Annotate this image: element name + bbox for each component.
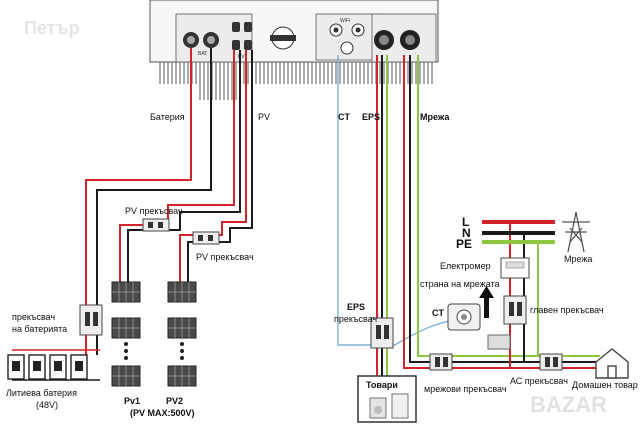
label-pv1: Pv1 <box>124 396 140 406</box>
solar-panel-icon <box>111 365 141 387</box>
watermark-top: Петър <box>24 18 80 38</box>
eps-breaker <box>370 317 394 349</box>
label-loads: Товари <box>366 380 398 390</box>
label-grid-top: Мрежа <box>420 112 450 122</box>
pv-breaker-2 <box>192 231 220 245</box>
inverter-heatsink <box>159 62 433 100</box>
loads-box <box>357 375 417 423</box>
battery-module-icon <box>70 354 88 380</box>
label-ct-sensor: CT <box>432 308 444 318</box>
bat-port-label: BAT <box>198 51 207 57</box>
pv-port-label: PV <box>238 54 245 60</box>
grid-breaker <box>429 353 453 371</box>
label-battery: Батерия <box>150 112 185 122</box>
ac-breaker <box>539 353 563 371</box>
solar-panel-icon <box>167 317 197 339</box>
solar-panel-icon <box>167 365 197 387</box>
label-pv-breaker-1: PV прекъсвач <box>125 206 183 216</box>
label-grid-side: страна на мрежата <box>420 279 500 289</box>
house-icon <box>595 348 629 379</box>
label-meter: Електромер <box>440 261 491 271</box>
label-grid-breaker: мрежови прекъсвач <box>424 384 507 394</box>
solar-panel-icon <box>111 317 141 339</box>
pv-breaker-1 <box>142 218 170 232</box>
transmission-tower-icon <box>562 211 590 253</box>
battery-module-icon <box>28 354 46 380</box>
label-battery-breaker-2: на батерията <box>12 324 67 334</box>
label-line-l: L <box>462 215 469 229</box>
label-pv: PV <box>258 112 270 122</box>
label-line-n: N <box>462 226 471 240</box>
label-line-pe: PE <box>456 237 472 251</box>
label-ac-breaker: АС прекъсвач <box>510 376 568 386</box>
battery-breaker <box>79 304 103 336</box>
direction-arrow <box>479 286 494 318</box>
label-eps: EPS <box>362 112 380 122</box>
label-pv-breaker-2: PV прекъсвач <box>196 252 254 262</box>
ct-sensor <box>447 303 481 331</box>
wifi-port-label: WiFi <box>340 18 350 24</box>
label-ct: CT <box>338 112 350 122</box>
solar-panel-icon <box>167 281 197 303</box>
main-breaker <box>503 295 527 325</box>
label-battery-voltage: (48V) <box>36 400 58 410</box>
solar-panel-icon <box>111 281 141 303</box>
label-eps-breaker-1: EPS <box>347 302 365 312</box>
junction-box <box>487 334 511 350</box>
label-pv2: PV2 <box>166 396 183 406</box>
label-eps-breaker-2: прекъсвач <box>334 314 377 324</box>
label-pv-max: (PV MAX:500V) <box>130 408 195 418</box>
label-grid-right: Мрежа <box>564 254 592 264</box>
battery-module-icon <box>49 354 67 380</box>
battery-bank <box>7 354 88 380</box>
label-lithium-battery: Литиева батерия <box>6 388 77 398</box>
pv-string-1 <box>111 281 141 387</box>
dc-wires <box>85 48 253 355</box>
label-battery-breaker-1: прекъсвач <box>12 312 55 322</box>
inverter: BAT PV WiFi <box>149 0 439 63</box>
label-main-breaker: главен прекъсвач <box>530 305 604 315</box>
watermark-bottom: BAZAR <box>530 392 607 417</box>
label-home-load: Домашен товар <box>572 380 638 390</box>
electricity-meter <box>500 257 530 279</box>
battery-module-icon <box>7 354 25 380</box>
pv-string-2 <box>167 281 197 387</box>
